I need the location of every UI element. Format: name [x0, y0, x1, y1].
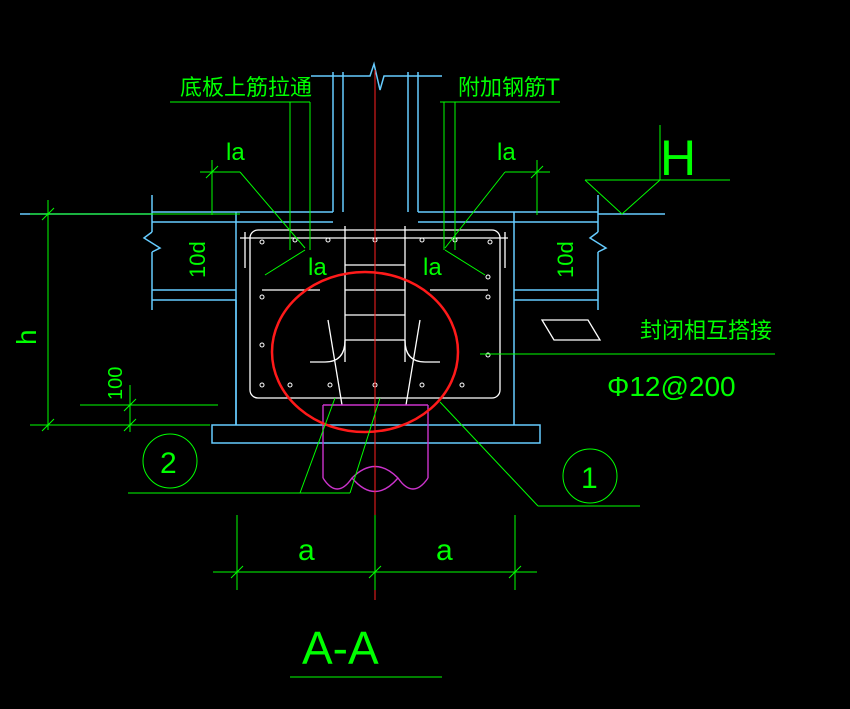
label-dim-a-left: a [298, 534, 315, 567]
label-10d-left: 10d [185, 241, 210, 278]
label-top-bar-through: 底板上筋拉通 [180, 76, 312, 101]
label-la-left-inner: la [308, 254, 327, 281]
label-h-dim: h [11, 329, 42, 345]
callout-2-number: 2 [160, 447, 177, 480]
label-100-dim: 100 [105, 367, 127, 400]
label-additional-rebar: 附加钢筋T [458, 76, 560, 101]
label-stirrup-spec: Φ12@200 [607, 371, 736, 402]
highlight-circle [270, 270, 460, 434]
callout-1-number: 1 [581, 462, 598, 495]
rebar-cage [240, 226, 508, 406]
annotation-lines [30, 101, 775, 678]
label-10d-right: 10d [553, 241, 578, 278]
lap-symbol [540, 319, 602, 341]
rebar-dots [259, 237, 493, 388]
label-elevation-h: H [660, 130, 696, 186]
concrete-outline [20, 61, 665, 444]
label-la-left-top: la [226, 139, 245, 166]
section-title: A-A [302, 622, 379, 674]
label-closed-lap: 封闭相互搭接 [640, 319, 772, 344]
label-dim-a-right: a [436, 534, 453, 567]
label-la-right-top: la [497, 139, 516, 166]
label-la-right-inner: la [423, 254, 442, 281]
